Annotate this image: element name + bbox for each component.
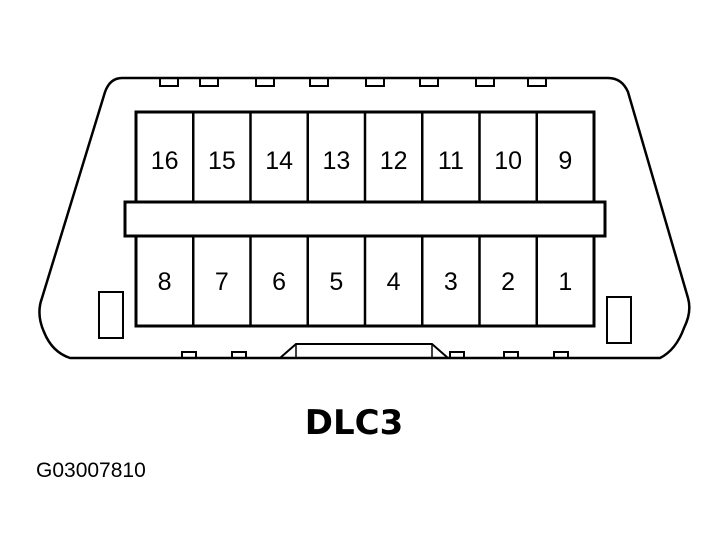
bottom-edge-notches	[181, 351, 569, 358]
bottom-row-pin-8: 8	[158, 268, 172, 296]
figure-code: G03007810	[36, 459, 146, 482]
top-row-pin-11: 11	[438, 147, 464, 175]
top-notch	[255, 78, 275, 87]
top-notch	[419, 78, 439, 87]
top-notch	[527, 78, 547, 87]
bottom-notch	[181, 351, 197, 358]
top-notch	[159, 78, 179, 87]
top-notch	[309, 78, 329, 87]
top-row-pins: 16 15 14 13 12 11 10 9	[151, 147, 573, 175]
key-tab-inner	[295, 344, 433, 358]
top-row-pin-10: 10	[494, 147, 522, 175]
bottom-row-pins: 8 7 6 5 4 3 2 1	[158, 268, 573, 296]
top-notch	[199, 78, 219, 87]
center-separator-bar	[123, 200, 607, 238]
bottom-row-pin-2: 2	[501, 268, 515, 296]
top-row-pin-9: 9	[558, 147, 572, 175]
top-row-pin-15: 15	[208, 147, 236, 175]
connector-housing	[38, 76, 691, 360]
top-row-pin-16: 16	[151, 147, 179, 175]
top-notch	[365, 78, 385, 87]
bottom-row-pin-4: 4	[387, 268, 401, 296]
left-latch	[98, 291, 124, 339]
bottom-row-pin-3: 3	[444, 268, 458, 296]
connector-title: DLC3	[305, 403, 404, 443]
bottom-notch	[553, 351, 569, 358]
right-latch	[606, 296, 632, 344]
top-row-pin-13: 13	[322, 147, 350, 175]
bottom-row-pin-7: 7	[215, 268, 229, 296]
top-notch	[475, 78, 495, 87]
top-row-pin-14: 14	[265, 147, 293, 175]
bottom-notch	[449, 351, 465, 358]
bottom-row-pin-5: 5	[329, 268, 343, 296]
bottom-notch	[231, 351, 247, 358]
bottom-row-pin-1: 1	[558, 268, 572, 296]
top-row-pin-12: 12	[380, 147, 408, 175]
pin-dividers	[192, 112, 538, 326]
bottom-notch	[503, 351, 519, 358]
top-edge-notches	[159, 78, 547, 87]
key-tab	[279, 343, 449, 359]
bottom-row-pin-6: 6	[272, 268, 286, 296]
